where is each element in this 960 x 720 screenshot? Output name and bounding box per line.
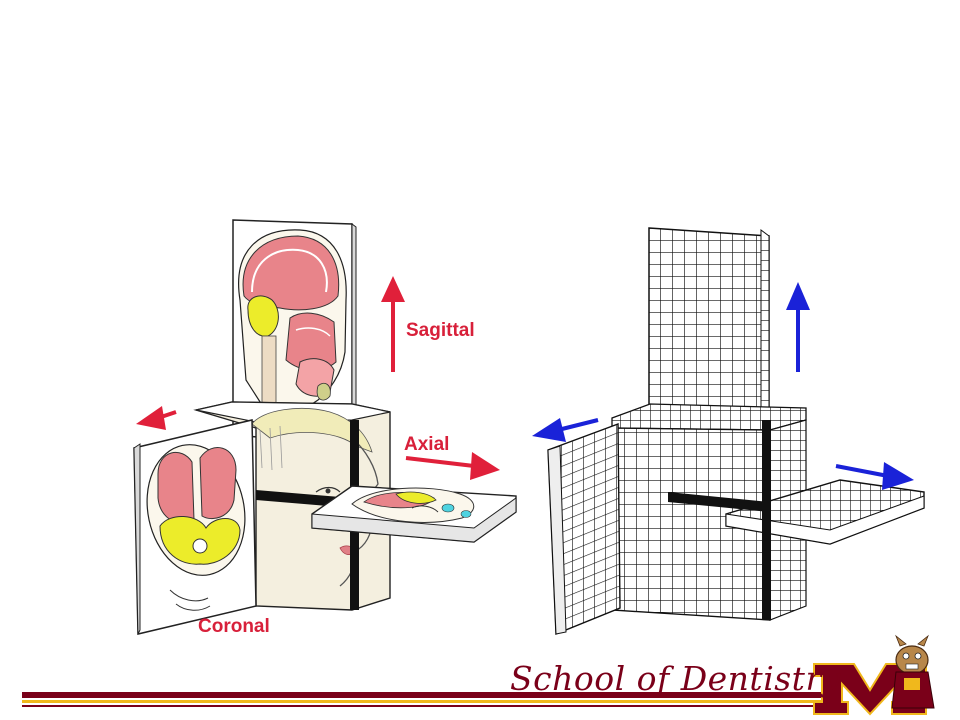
coronal-label: Coronal bbox=[198, 616, 270, 637]
voxel-grid-diagram bbox=[532, 227, 925, 636]
school-of-dentistry-wordmark: School of Dentistry bbox=[510, 659, 841, 698]
sagittal-slab bbox=[232, 219, 357, 443]
footer-bar bbox=[22, 692, 830, 707]
arrow-up-icon bbox=[381, 276, 405, 372]
gopher-mascot-icon bbox=[891, 634, 935, 709]
axial-slab bbox=[311, 485, 517, 543]
sagittal-label: Sagittal bbox=[406, 320, 475, 341]
arrow-left-icon bbox=[532, 418, 599, 442]
axial-label: Axial bbox=[404, 434, 450, 455]
coronal-slab bbox=[133, 419, 257, 635]
arrow-right-icon bbox=[835, 462, 914, 490]
arrow-left-icon bbox=[136, 406, 177, 430]
arrow-right-icon bbox=[405, 452, 500, 480]
anatomy-illustration bbox=[133, 219, 517, 635]
arrow-up-icon bbox=[786, 282, 810, 372]
